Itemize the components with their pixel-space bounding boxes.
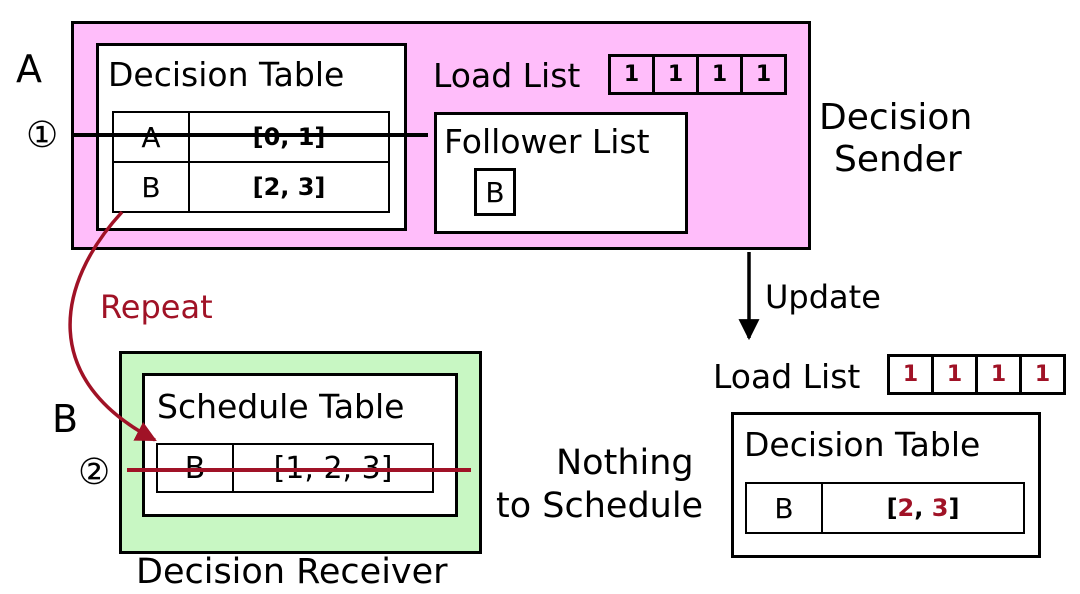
follower-item: B xyxy=(474,168,516,216)
receiver-role: Decision Receiver xyxy=(136,552,448,592)
decision-row-b-range: [2, 3] xyxy=(188,161,390,213)
load-slot: 1 xyxy=(740,54,787,95)
load-list-label: Load List xyxy=(433,56,581,95)
updated-load-slot: 1 xyxy=(1019,354,1066,395)
range-value-3: 3 xyxy=(931,494,949,522)
range-close-bracket: ] xyxy=(948,494,960,522)
note-line2: to Schedule xyxy=(496,486,704,526)
step-one-marker: ① xyxy=(26,115,59,156)
repeat-arrow xyxy=(68,210,157,442)
schedule-table-box xyxy=(142,373,458,517)
update-label: Update xyxy=(765,278,881,316)
sender-role-line1: Decision xyxy=(819,97,973,138)
node-a-tag: A xyxy=(16,47,42,91)
node-b-tag: B xyxy=(52,397,79,441)
range-value-2: 2 xyxy=(897,494,915,522)
updated-row-range: [2, 3] xyxy=(821,482,1025,534)
range-open-bracket: [ xyxy=(886,494,898,522)
range-separator: , xyxy=(914,494,932,522)
updated-load-list-label: Load List xyxy=(713,357,861,396)
note-line1: Nothing xyxy=(556,443,694,483)
sender-role-line2: Sender xyxy=(834,139,962,180)
updated-decision-table-title: Decision Table xyxy=(744,425,981,464)
repeat-label: Repeat xyxy=(100,288,213,326)
follower-list-title: Follower List xyxy=(444,122,650,161)
decision-table-title: Decision Table xyxy=(108,55,345,94)
schedule-table-title: Schedule Table xyxy=(157,387,405,426)
step-two-marker: ② xyxy=(78,452,111,493)
